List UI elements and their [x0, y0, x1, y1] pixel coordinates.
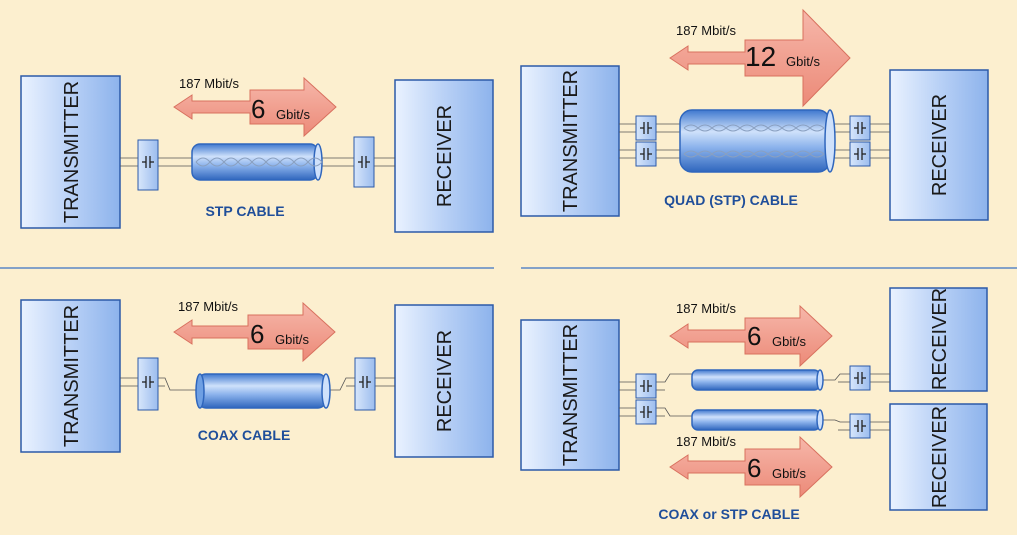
ac-coupling-capacitor — [635, 141, 657, 167]
panel-coax: TRANSMITTER RECEIVER 187 Mbit/s 6 Gbit/s — [20, 299, 494, 458]
forward-rate-value: 6 — [251, 94, 265, 124]
transmitter-box — [520, 319, 620, 471]
receiver-label: RECEIVER — [434, 330, 456, 432]
back-channel-rate-top: 187 Mbit/s — [676, 301, 736, 316]
transmitter-box — [520, 65, 620, 217]
forward-rate-value: 6 — [250, 319, 264, 349]
bidirectional-rate-arrow — [173, 76, 337, 138]
coax-cable-bottom — [691, 409, 824, 431]
receiver-box-bottom — [889, 403, 988, 511]
forward-rate-unit-top: Gbit/s — [772, 334, 806, 349]
receiver-label: RECEIVER — [929, 288, 951, 390]
forward-rate-value: 12 — [745, 41, 776, 72]
forward-rate-value-top: 6 — [747, 321, 761, 351]
back-channel-rate-bottom: 187 Mbit/s — [676, 434, 736, 449]
ac-coupling-capacitor — [635, 399, 657, 425]
forward-rate-unit-bottom: Gbit/s — [772, 466, 806, 481]
bidirectional-rate-arrow-bottom — [669, 435, 833, 499]
quad-stp-cable — [679, 109, 836, 173]
back-channel-rate: 187 Mbit/s — [676, 23, 736, 38]
coax-cable-top — [691, 369, 824, 391]
ac-coupling-capacitor — [849, 365, 871, 391]
forward-rate-unit: Gbit/s — [275, 332, 309, 347]
ac-coupling-capacitor-right — [354, 357, 376, 411]
ac-coupling-capacitor-left — [137, 357, 159, 411]
back-channel-rate: 187 Mbit/s — [178, 299, 238, 314]
transmitter-label: TRANSMITTER — [61, 305, 83, 447]
cable-type-label: COAX or STP CABLE — [658, 506, 799, 522]
receiver-label: RECEIVER — [434, 105, 456, 207]
ac-coupling-capacitor — [635, 373, 657, 399]
wire-pairs — [619, 373, 890, 431]
wire-pair — [120, 377, 395, 391]
bidirectional-rate-arrow — [669, 8, 851, 108]
receiver-box — [889, 69, 989, 221]
transmitter-box — [20, 299, 121, 453]
cable-type-label: QUAD (STP) CABLE — [664, 192, 798, 208]
receiver-box — [394, 304, 494, 458]
forward-rate-value-bottom: 6 — [747, 453, 761, 483]
panel-quad: TRANSMITTER RECEIVER — [520, 8, 989, 221]
transmitter-label: TRANSMITTER — [560, 324, 582, 466]
cable-type-label: STP CABLE — [205, 203, 284, 219]
stp-cable — [191, 143, 323, 181]
receiver-box-top — [889, 287, 988, 392]
cable-type-label: COAX CABLE — [198, 427, 291, 443]
ac-coupling-capacitor — [849, 413, 871, 439]
ac-coupling-capacitor — [849, 141, 871, 167]
twisted-pair-icon — [683, 124, 825, 158]
bidirectional-rate-arrow-top — [669, 304, 833, 368]
panel-stp: TRANSMITTER RECEIVER — [20, 75, 494, 233]
transmitter-label: TRANSMITTER — [560, 70, 582, 212]
ac-coupling-capacitor — [635, 115, 657, 141]
receiver-label: RECEIVER — [929, 406, 951, 508]
back-channel-rate: 187 Mbit/s — [179, 76, 239, 91]
panel-dual-link: TRANSMITTER RECEIVER RECEIVER — [520, 287, 988, 522]
ac-coupling-capacitor-left — [137, 139, 159, 191]
coax-cable — [195, 373, 331, 409]
ac-coupling-capacitor — [849, 115, 871, 141]
twisted-pair-icon — [195, 157, 323, 167]
bidirectional-rate-arrow — [173, 301, 336, 363]
receiver-label: RECEIVER — [929, 94, 951, 196]
forward-rate-unit: Gbit/s — [786, 54, 820, 69]
transmitter-label: TRANSMITTER — [61, 81, 83, 223]
receiver-box — [394, 79, 494, 233]
wire-pair — [120, 157, 395, 167]
ac-coupling-capacitor-right — [353, 136, 375, 188]
forward-rate-unit: Gbit/s — [276, 107, 310, 122]
transmitter-box — [20, 75, 121, 229]
